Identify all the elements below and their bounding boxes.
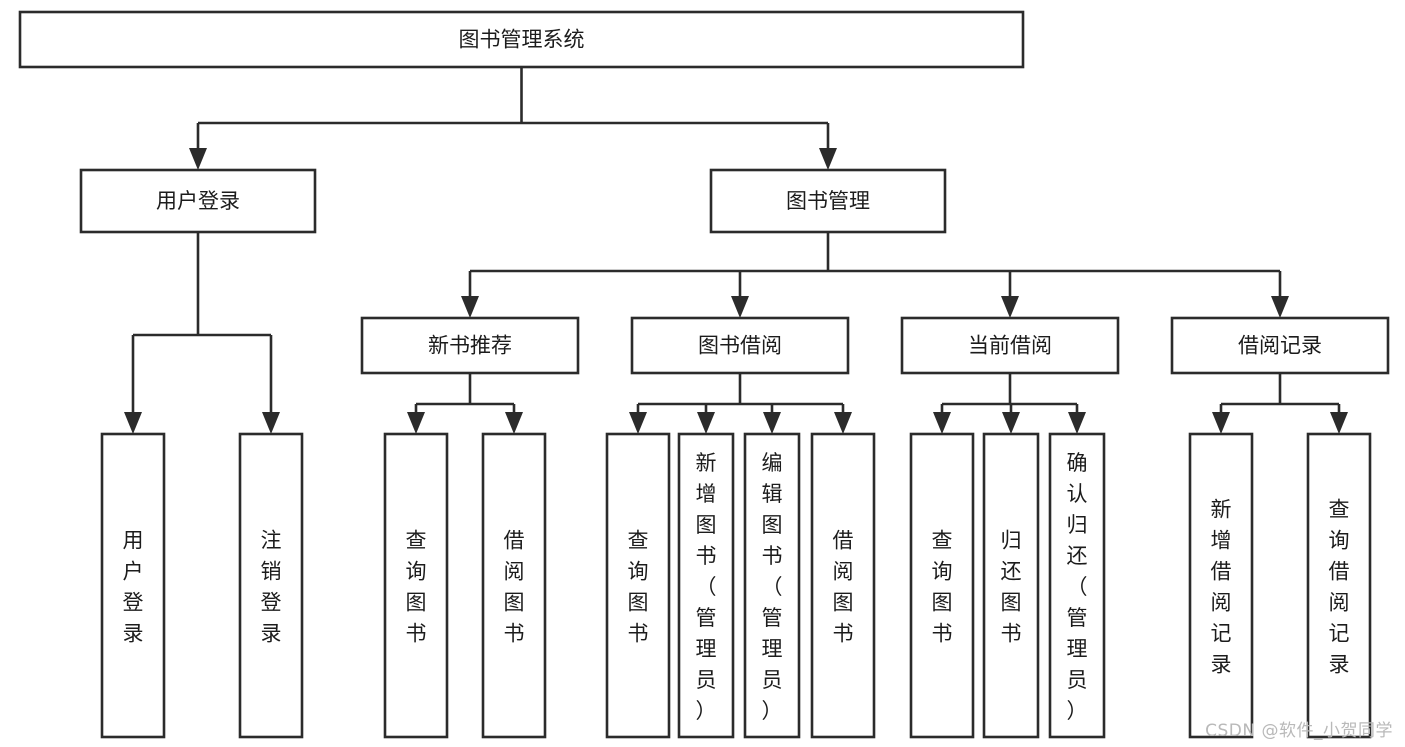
arrow-head-icon-leaf-query-book-3 — [933, 412, 951, 434]
arrow-head-icon-leaf-confirm-return — [1068, 412, 1086, 434]
node-label-leaf-borrow-book-1: 借阅图书 — [504, 529, 525, 646]
node-label-borrow-record: 借阅记录 — [1238, 334, 1322, 358]
arrow-head-icon-leaf-query-book-2 — [629, 412, 647, 434]
node-box-leaf-borrow-book-1 — [481, 432, 547, 739]
node-leaf-edit-book[interactable]: 编辑图书（管理员） — [743, 432, 801, 739]
nodes-layer: 图书管理系统用户登录图书管理新书推荐图书借阅当前借阅借阅记录用户登录注销登录查询… — [18, 10, 1390, 739]
node-label-leaf-confirm-return: 确认归还（管理员） — [1067, 451, 1088, 723]
node-box-leaf-edit-book — [743, 432, 801, 739]
connectors-layer — [124, 67, 1348, 434]
node-label-leaf-query-book-1: 查询图书 — [406, 529, 427, 646]
node-box-leaf-return-book — [982, 432, 1040, 739]
node-leaf-borrow-book-1[interactable]: 借阅图书 — [481, 432, 547, 739]
node-box-leaf-add-book — [677, 432, 735, 739]
node-box-leaf-query-book-2 — [605, 432, 671, 739]
node-book-borrow[interactable]: 图书借阅 — [630, 316, 850, 375]
node-leaf-add-book[interactable]: 新增图书（管理员） — [677, 432, 735, 739]
node-box-leaf-user-login — [100, 432, 166, 739]
arrow-head-icon-user-login — [189, 148, 207, 170]
arrow-head-icon-leaf-return-book — [1002, 412, 1020, 434]
node-user-login[interactable]: 用户登录 — [79, 168, 317, 234]
node-label-root: 图书管理系统 — [459, 28, 585, 52]
arrow-head-icon-leaf-logout — [262, 412, 280, 434]
node-leaf-query-book-1[interactable]: 查询图书 — [383, 432, 449, 739]
arrow-head-icon-leaf-borrow-book-2 — [834, 412, 852, 434]
node-leaf-query-record[interactable]: 查询借阅记录 — [1306, 432, 1372, 739]
arrow-head-icon-book-manage — [819, 148, 837, 170]
node-label-new-book-rec: 新书推荐 — [428, 334, 512, 358]
node-box-leaf-add-record — [1188, 432, 1254, 739]
node-leaf-borrow-book-2[interactable]: 借阅图书 — [810, 432, 876, 739]
node-box-leaf-confirm-return — [1048, 432, 1106, 739]
node-box-leaf-borrow-book-2 — [810, 432, 876, 739]
node-root[interactable]: 图书管理系统 — [18, 10, 1025, 69]
arrow-head-icon-book-borrow — [731, 296, 749, 318]
node-label-leaf-return-book: 归还图书 — [1001, 529, 1022, 646]
node-leaf-confirm-return[interactable]: 确认归还（管理员） — [1048, 432, 1106, 739]
node-label-book-borrow: 图书借阅 — [698, 334, 782, 358]
arrow-head-icon-leaf-query-book-1 — [407, 412, 425, 434]
node-label-leaf-borrow-book-2: 借阅图书 — [833, 529, 854, 646]
arrow-head-icon-leaf-query-record — [1330, 412, 1348, 434]
node-leaf-return-book[interactable]: 归还图书 — [982, 432, 1040, 739]
node-box-book-borrow — [630, 316, 850, 375]
node-box-current-borrow — [900, 316, 1120, 375]
node-leaf-query-book-2[interactable]: 查询图书 — [605, 432, 671, 739]
node-box-user-login — [79, 168, 317, 234]
node-box-leaf-query-book-3 — [909, 432, 975, 739]
arrow-head-icon-leaf-add-book — [697, 412, 715, 434]
node-label-current-borrow: 当前借阅 — [968, 334, 1052, 358]
arrow-head-icon-leaf-add-record — [1212, 412, 1230, 434]
node-label-user-login: 用户登录 — [156, 189, 240, 213]
arrow-head-icon-leaf-borrow-book-1 — [505, 412, 523, 434]
node-borrow-record[interactable]: 借阅记录 — [1170, 316, 1390, 375]
node-leaf-user-login[interactable]: 用户登录 — [100, 432, 166, 739]
csdn-watermark: CSDN @软件_小贺同学 — [1205, 721, 1393, 741]
node-label-leaf-user-login: 用户登录 — [123, 529, 144, 646]
node-box-borrow-record — [1170, 316, 1390, 375]
node-label-leaf-logout: 注销登录 — [261, 529, 282, 646]
node-box-leaf-logout — [238, 432, 304, 739]
node-current-borrow[interactable]: 当前借阅 — [900, 316, 1120, 375]
node-box-new-book-rec — [360, 316, 580, 375]
node-leaf-query-book-3[interactable]: 查询图书 — [909, 432, 975, 739]
arrow-head-icon-leaf-user-login — [124, 412, 142, 434]
node-box-book-manage — [709, 168, 947, 234]
node-label-leaf-query-book-2: 查询图书 — [628, 529, 649, 646]
node-label-leaf-edit-book: 编辑图书（管理员） — [762, 451, 783, 723]
node-box-root — [18, 10, 1025, 69]
arrow-head-icon-borrow-record — [1271, 296, 1289, 318]
node-new-book-rec[interactable]: 新书推荐 — [360, 316, 580, 375]
node-leaf-add-record[interactable]: 新增借阅记录 — [1188, 432, 1254, 739]
node-label-leaf-query-book-3: 查询图书 — [932, 529, 953, 646]
node-label-leaf-add-record: 新增借阅记录 — [1211, 498, 1232, 677]
node-label-book-manage: 图书管理 — [786, 189, 870, 213]
arrow-head-icon-leaf-edit-book — [763, 412, 781, 434]
node-book-manage[interactable]: 图书管理 — [709, 168, 947, 234]
arrow-head-icon-new-book-rec — [461, 296, 479, 318]
node-label-leaf-add-book: 新增图书（管理员） — [696, 451, 717, 723]
node-box-leaf-query-book-1 — [383, 432, 449, 739]
node-leaf-logout[interactable]: 注销登录 — [238, 432, 304, 739]
node-box-leaf-query-record — [1306, 432, 1372, 739]
arrow-head-icon-current-borrow — [1001, 296, 1019, 318]
node-label-leaf-query-record: 查询借阅记录 — [1329, 498, 1350, 677]
